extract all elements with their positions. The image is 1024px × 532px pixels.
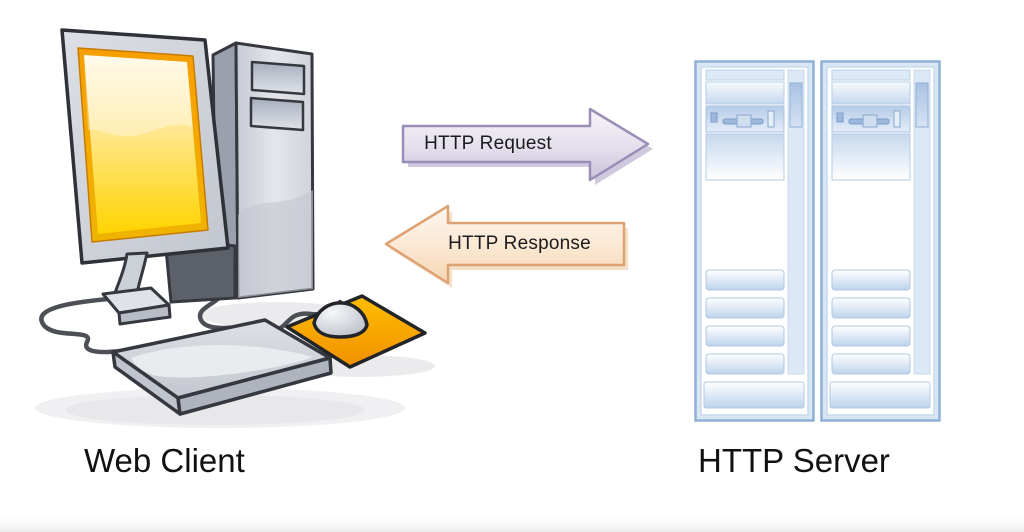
bottom-edge-shadow [0,517,1024,532]
monitor-stand [101,251,172,326]
server-tower-right [820,60,941,422]
mouse-icon [312,301,369,339]
web-client-caption: Web Client [84,442,245,479]
http-request-label: HTTP Request [424,133,552,154]
desktop-computer-icon [35,28,435,428]
monitor-icon [60,28,230,265]
screen-gloss [84,55,193,137]
drive-bay-icon [249,60,306,132]
screen [84,55,201,234]
http-server-caption: HTTP Server [698,442,890,479]
keyboard-icon [111,318,333,416]
server-control-panel [710,110,775,128]
server-control-panel [836,110,901,128]
left-arrow-icon [384,204,628,288]
http-response-label: HTTP Response [448,233,591,254]
server-racks-icon [694,60,941,422]
right-arrow-icon [401,107,653,185]
server-tower-left [694,60,815,422]
keyboard-highlight [131,345,313,378]
